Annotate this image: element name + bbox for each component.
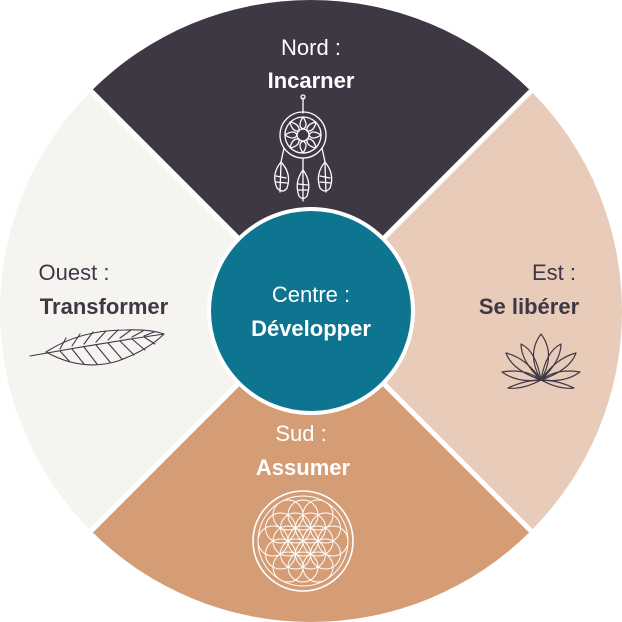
feather-icon (29, 329, 165, 366)
dreamcatcher-icon (274, 94, 333, 202)
west-word: Transformer (40, 294, 169, 319)
flower-of-life-icon (252, 490, 354, 592)
east-title: Est : (532, 260, 576, 285)
lotus-icon (501, 333, 581, 389)
north-title: Nord : (281, 35, 341, 60)
center-circle (207, 207, 415, 415)
south-word: Assumer (256, 455, 351, 480)
north-quadrant (0, 0, 622, 311)
east-quadrant (311, 0, 622, 622)
center-word: Développer (251, 316, 371, 341)
south-title: Sud : (275, 421, 326, 446)
center-title: Centre : (272, 282, 350, 307)
west-title: Ouest : (39, 260, 110, 285)
west-quadrant (0, 0, 311, 622)
north-word: Incarner (268, 68, 355, 93)
east-word: Se libérer (479, 294, 580, 319)
south-quadrant (0, 311, 622, 622)
